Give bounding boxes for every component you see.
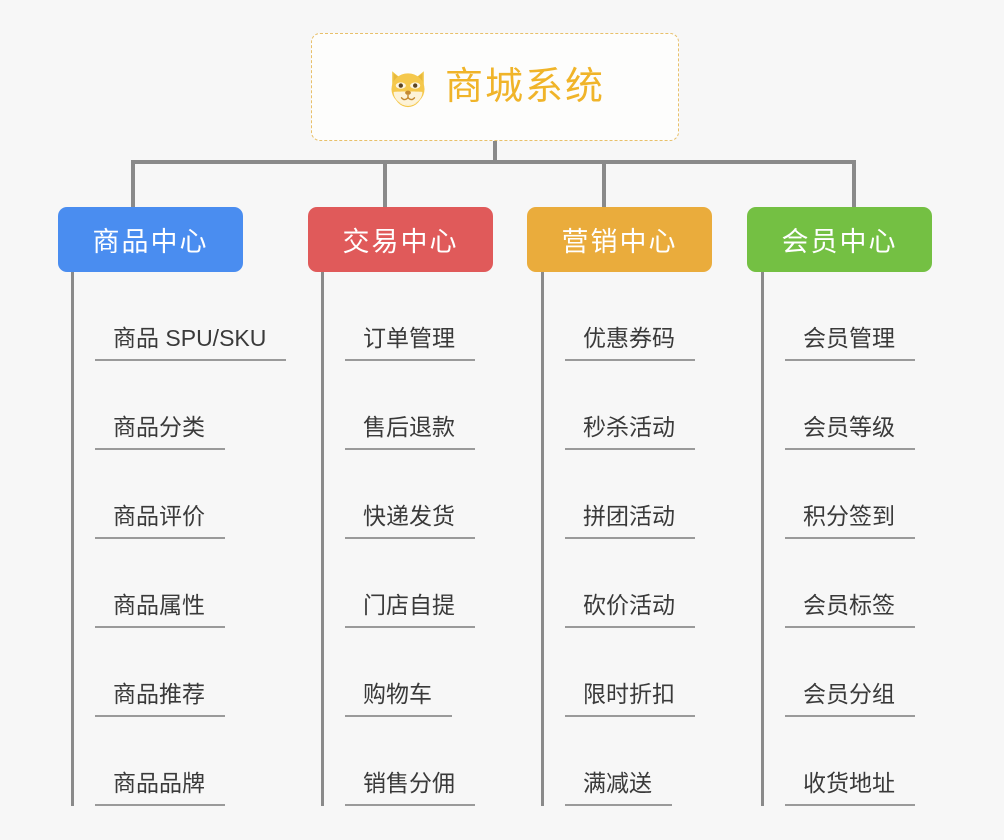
list-item-label: 砍价活动	[565, 592, 695, 628]
list-item[interactable]: 购物车	[321, 628, 475, 717]
root-title: 商城系统	[444, 66, 605, 108]
category-column-member: 会员管理 会员等级 积分签到 会员标签 会员分组 收货地址	[761, 272, 915, 806]
list-item[interactable]: 限时折扣	[541, 628, 695, 717]
category-header-label: 会员中心	[781, 227, 898, 257]
column-rail-line	[541, 272, 544, 806]
root-stem-line	[493, 141, 497, 164]
list-item[interactable]: 积分签到	[761, 450, 915, 539]
list-item[interactable]: 商品评价	[71, 450, 286, 539]
column-rail-line	[71, 272, 74, 806]
branch-drop-line-4	[852, 160, 856, 208]
list-item[interactable]: 会员标签	[761, 539, 915, 628]
category-column-trade: 订单管理 售后退款 快递发货 门店自提 购物车 销售分佣	[321, 272, 475, 806]
list-item-label: 商品推荐	[95, 681, 225, 717]
list-item[interactable]: 商品分类	[71, 361, 286, 450]
list-item-label: 快递发货	[345, 503, 475, 539]
category-column-product: 商品 SPU/SKU 商品分类 商品评价 商品属性 商品推荐 商品品牌	[71, 272, 287, 806]
list-item-label: 会员标签	[785, 592, 915, 628]
list-item[interactable]: 商品 SPU/SKU	[71, 272, 287, 361]
category-header-label: 商品中心	[92, 227, 209, 257]
category-header-label: 交易中心	[342, 227, 459, 257]
list-item-label: 商品 SPU/SKU	[95, 325, 287, 361]
root-node[interactable]: 商城系统	[311, 33, 679, 141]
list-item[interactable]: 收货地址	[761, 717, 915, 806]
category-column-marketing: 优惠券码 秒杀活动 拼团活动 砍价活动 限时折扣 满减送	[541, 272, 695, 806]
list-item-label: 销售分佣	[345, 770, 475, 806]
list-item-label: 商品评价	[95, 503, 225, 539]
list-item[interactable]: 拼团活动	[541, 450, 695, 539]
category-header-marketing[interactable]: 营销中心	[527, 207, 712, 272]
list-item-label: 会员管理	[785, 325, 915, 361]
list-item-label: 商品分类	[95, 414, 225, 450]
list-item[interactable]: 满减送	[541, 717, 695, 806]
list-item-label: 购物车	[345, 681, 452, 717]
list-item[interactable]: 优惠券码	[541, 272, 695, 361]
list-item[interactable]: 商品推荐	[71, 628, 286, 717]
list-item-label: 订单管理	[345, 325, 475, 361]
list-item-label: 满减送	[565, 770, 672, 806]
column-rail-line	[761, 272, 764, 806]
list-item-label: 优惠券码	[565, 325, 695, 361]
category-header-member[interactable]: 会员中心	[747, 207, 932, 272]
list-item[interactable]: 快递发货	[321, 450, 475, 539]
list-item-label: 积分签到	[785, 503, 915, 539]
list-item-label: 秒杀活动	[565, 414, 695, 450]
branch-drop-line-2	[383, 160, 387, 208]
category-header-trade[interactable]: 交易中心	[308, 207, 493, 272]
list-item-label: 会员等级	[785, 414, 915, 450]
branch-bus-line	[131, 160, 856, 164]
list-item-label: 商品品牌	[95, 770, 225, 806]
list-item[interactable]: 秒杀活动	[541, 361, 695, 450]
shiba-dog-icon	[391, 71, 425, 108]
list-item-label: 商品属性	[95, 592, 225, 628]
list-item[interactable]: 订单管理	[321, 272, 475, 361]
list-item-label: 售后退款	[345, 414, 475, 450]
list-item[interactable]: 会员管理	[761, 272, 915, 361]
branch-drop-line-1	[131, 160, 135, 208]
branch-drop-line-3	[602, 160, 606, 208]
list-item-label: 限时折扣	[565, 681, 695, 717]
list-item[interactable]: 商品属性	[71, 539, 286, 628]
list-item-label: 拼团活动	[565, 503, 695, 539]
list-item-label: 会员分组	[785, 681, 915, 717]
list-item[interactable]: 会员分组	[761, 628, 915, 717]
list-item[interactable]: 销售分佣	[321, 717, 475, 806]
list-item[interactable]: 售后退款	[321, 361, 475, 450]
list-item[interactable]: 商品品牌	[71, 717, 286, 806]
list-item[interactable]: 会员等级	[761, 361, 915, 450]
list-item[interactable]: 砍价活动	[541, 539, 695, 628]
list-item[interactable]: 门店自提	[321, 539, 475, 628]
category-header-product[interactable]: 商品中心	[58, 207, 243, 272]
list-item-label: 收货地址	[785, 770, 915, 806]
category-header-label: 营销中心	[561, 227, 678, 257]
list-item-label: 门店自提	[345, 592, 475, 628]
column-rail-line	[321, 272, 324, 806]
